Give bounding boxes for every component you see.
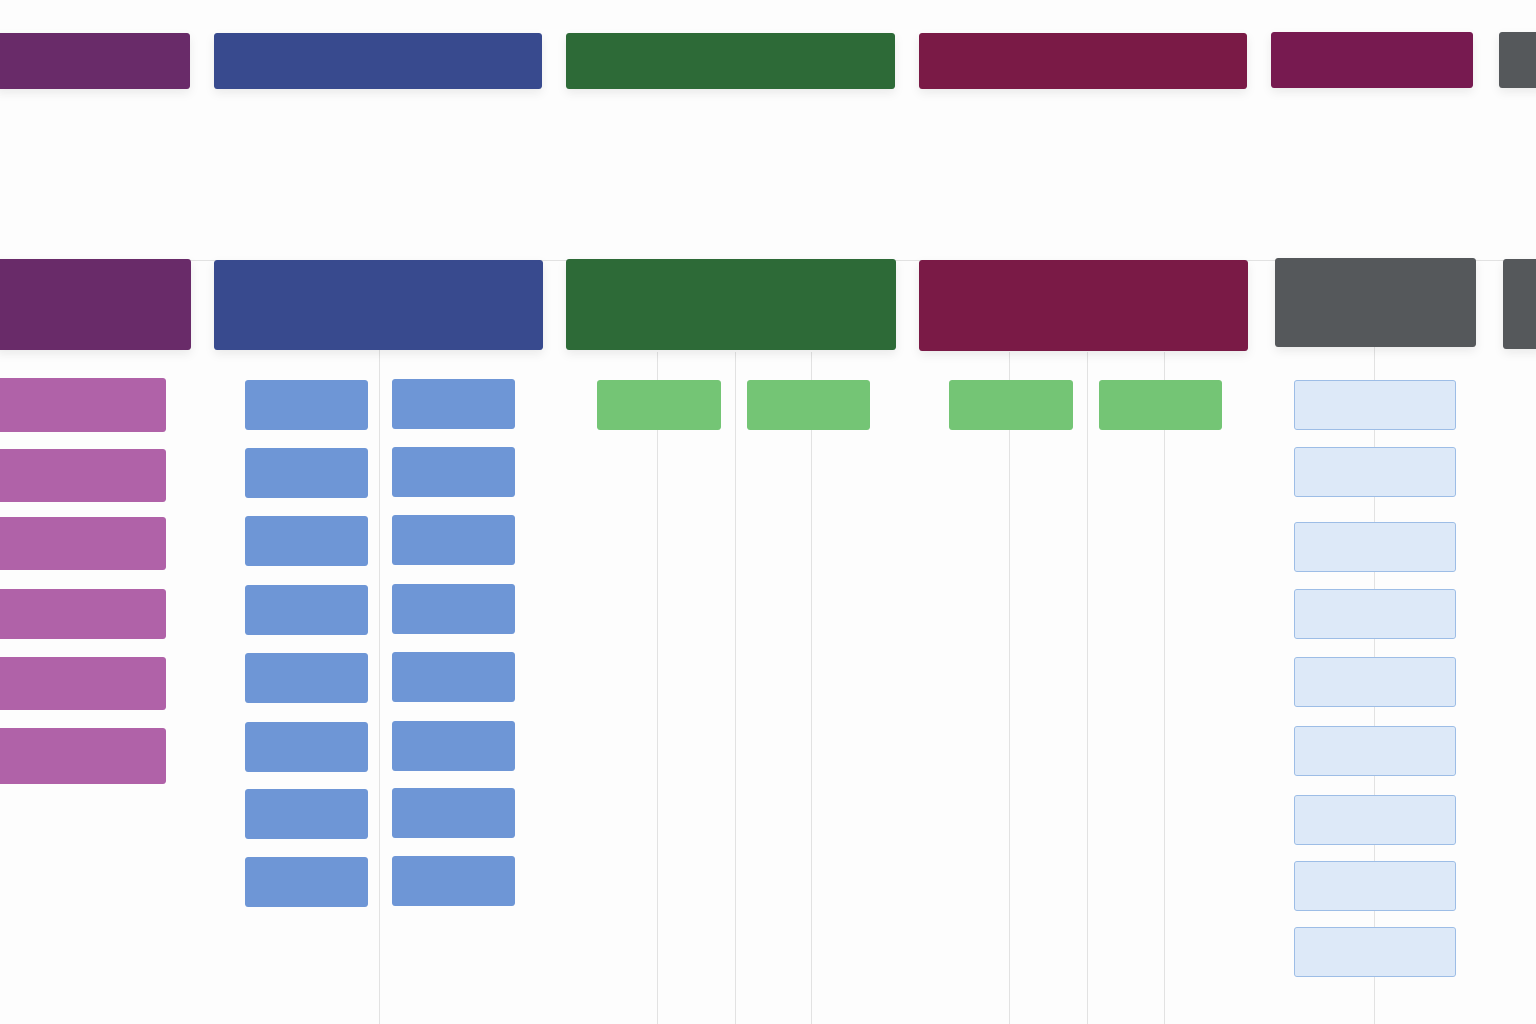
header-node-purple[interactable] [0,259,191,350]
blue-child-node-right[interactable] [392,721,515,771]
blue-child-node-left[interactable] [245,653,368,703]
blue-child-node-left[interactable] [245,585,368,635]
blue-child-node-right[interactable] [392,584,515,634]
purple-child-node[interactable] [0,589,166,639]
top-node-blue[interactable] [214,33,542,89]
light-child-node[interactable] [1294,726,1456,776]
blue-child-node-right[interactable] [392,856,515,906]
light-child-node[interactable] [1294,657,1456,707]
green-group-connector [1164,352,1165,1024]
green-child-node[interactable] [747,380,870,430]
header-node-blue[interactable] [214,260,543,350]
light-child-node[interactable] [1294,589,1456,639]
purple-child-node[interactable] [0,378,166,432]
blue-child-node-left[interactable] [245,722,368,772]
top-node-purple[interactable] [0,33,190,89]
blue-child-node-right[interactable] [392,447,515,497]
green-group-connector [1009,352,1010,1024]
blue-child-node-right[interactable] [392,515,515,565]
light-child-node[interactable] [1294,380,1456,430]
top-node-maroon[interactable] [919,33,1247,89]
header-node-gray[interactable] [1275,258,1476,347]
blue-child-node-right[interactable] [392,652,515,702]
blue-child-node-left[interactable] [245,516,368,566]
green-child-node[interactable] [597,380,721,430]
top-node-gray[interactable] [1499,32,1536,88]
top-node-magenta[interactable] [1271,32,1473,88]
blue-child-node-left[interactable] [245,857,368,907]
header-node-green[interactable] [566,259,896,350]
blue-child-node-left[interactable] [245,380,368,430]
blue-child-node-right[interactable] [392,788,515,838]
green-group-connector [811,352,812,1024]
blue-child-node-left[interactable] [245,448,368,498]
green-group-connector [657,352,658,1024]
blue-child-node-right[interactable] [392,379,515,429]
light-child-node[interactable] [1294,795,1456,845]
purple-child-node[interactable] [0,728,166,784]
purple-child-node[interactable] [0,449,166,502]
blue-group-connector [379,350,380,1024]
green-child-node[interactable] [949,380,1073,430]
header-node-maroon[interactable] [919,260,1248,351]
light-child-node[interactable] [1294,447,1456,497]
green-group-connector [1087,352,1088,1024]
purple-child-node[interactable] [0,657,166,710]
light-child-node[interactable] [1294,522,1456,572]
green-child-node[interactable] [1099,380,1222,430]
purple-child-node[interactable] [0,517,166,570]
header-node-gray[interactable] [1503,259,1536,349]
blue-child-node-left[interactable] [245,789,368,839]
light-child-node[interactable] [1294,861,1456,911]
light-child-node[interactable] [1294,927,1456,977]
green-group-connector [735,352,736,1024]
top-node-green[interactable] [566,33,895,89]
